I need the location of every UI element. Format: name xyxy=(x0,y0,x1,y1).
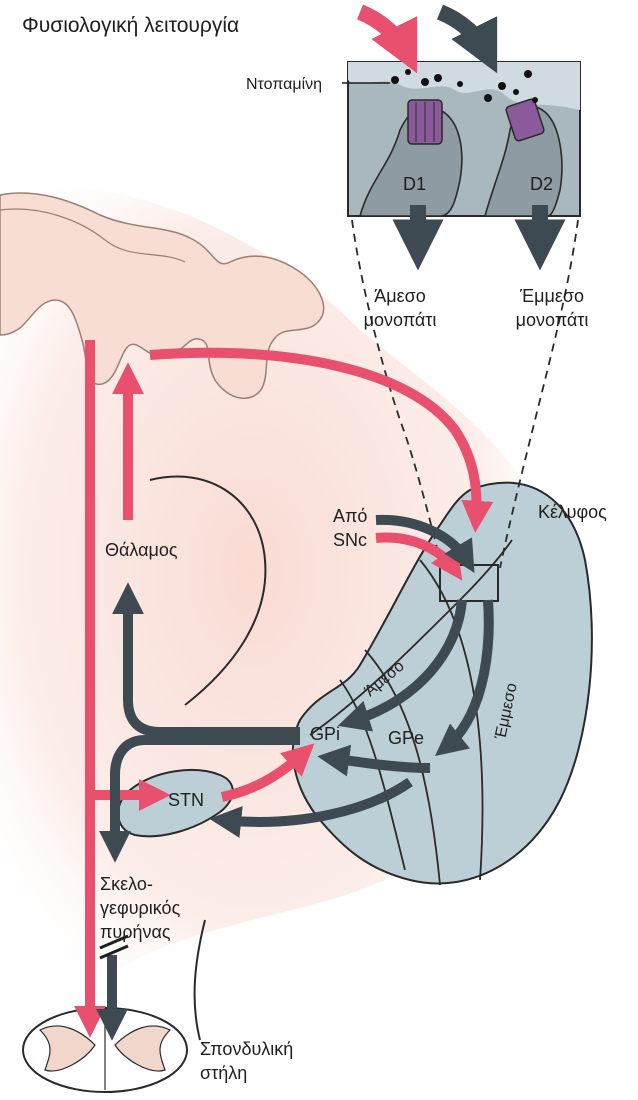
d1-input-arrow xyxy=(360,12,408,55)
brainstem-outline xyxy=(195,920,205,1040)
gpi-label: GPi xyxy=(310,724,340,744)
direct-path-label-line-1: Άμεσο xyxy=(374,286,426,306)
stn-label: STN xyxy=(168,790,204,810)
d2-label: D2 xyxy=(530,174,553,194)
d2-input-arrow xyxy=(440,12,488,55)
indirect-path-label-line-1: Έμμεσο xyxy=(519,286,584,306)
ppn-label-line-2: γεφυρικός xyxy=(100,898,181,918)
ppn-label-line-3: πυρήνας xyxy=(100,922,171,942)
spinal-label-line-1: Σπονδυλική xyxy=(200,1039,293,1059)
dopamine-label: Ντοπαμίνη xyxy=(246,76,322,93)
putamen-label: Κέλυφος xyxy=(538,502,607,522)
from-snc-label-line-2: SNc xyxy=(333,530,367,550)
indirect-path-label-line-2: μονοπάτι xyxy=(516,310,589,330)
spinal-label-line-2: στήλη xyxy=(200,1063,247,1083)
gpe-label: GPe xyxy=(388,728,424,748)
direct-path-label-line-2: μονοπάτι xyxy=(364,310,437,330)
diagram-title: Φυσιολογική λειτουργία xyxy=(22,14,239,37)
ppn-label-line-1: Σκελο- xyxy=(100,874,153,894)
thalamus-label: Θάλαμος xyxy=(105,540,178,560)
from-snc-label-line-1: Από xyxy=(333,506,367,526)
spinal-cord-section xyxy=(23,1008,187,1092)
d1-label: D1 xyxy=(403,174,426,194)
